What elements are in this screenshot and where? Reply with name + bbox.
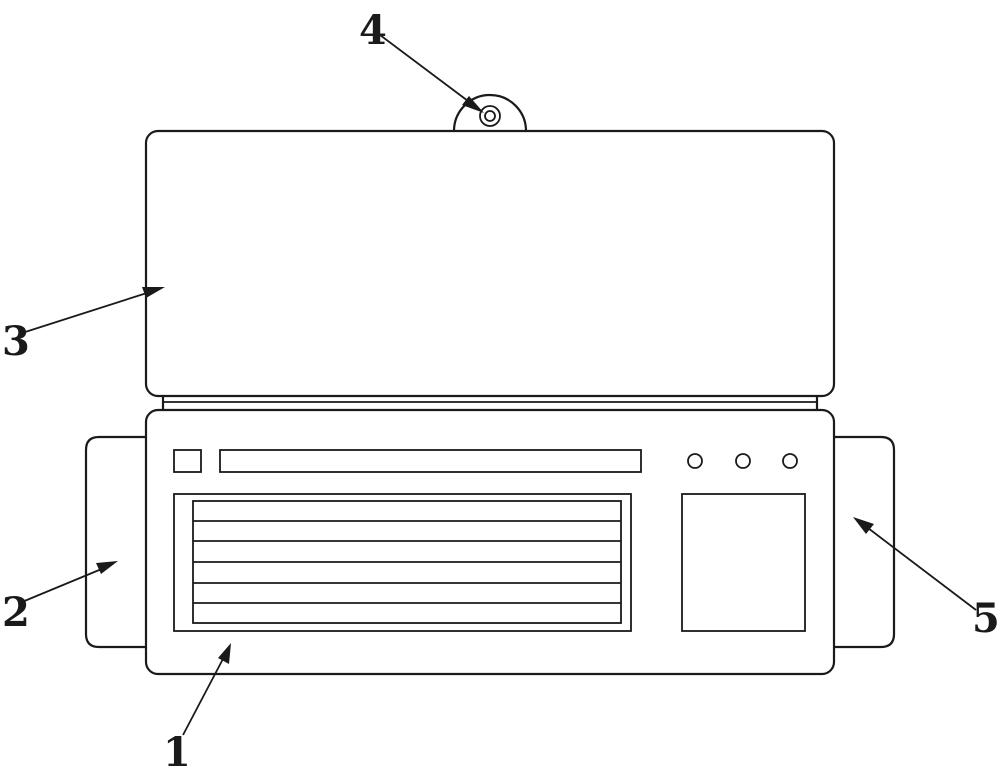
callout-1-leader — [182, 643, 231, 736]
callout-4-leader — [379, 34, 484, 113]
callout-4-label: 4 — [359, 7, 387, 54]
callout-3-label: 3 — [2, 318, 30, 365]
indicator-light — [735, 453, 751, 469]
callout-2-label: 2 — [2, 589, 30, 636]
right-side-block — [832, 435, 896, 649]
callout-5-leader — [853, 517, 977, 611]
indicator-light — [687, 453, 703, 469]
main-body — [144, 408, 836, 676]
indicator-light — [782, 453, 798, 469]
indicator-lights — [687, 453, 798, 469]
disc-slot — [219, 449, 642, 473]
keyboard-area — [173, 493, 632, 632]
power-button — [173, 449, 202, 473]
side-panel-window — [681, 493, 806, 632]
callout-2-leader — [21, 561, 118, 603]
hinge-knob — [452, 93, 528, 133]
callout-5-label: 5 — [972, 595, 1000, 642]
callout-1-label: 1 — [163, 729, 191, 776]
hinge-strip — [161, 394, 819, 412]
left-side-block — [84, 435, 148, 649]
callout-3-leader — [21, 287, 165, 334]
lid-panel — [144, 129, 836, 398]
